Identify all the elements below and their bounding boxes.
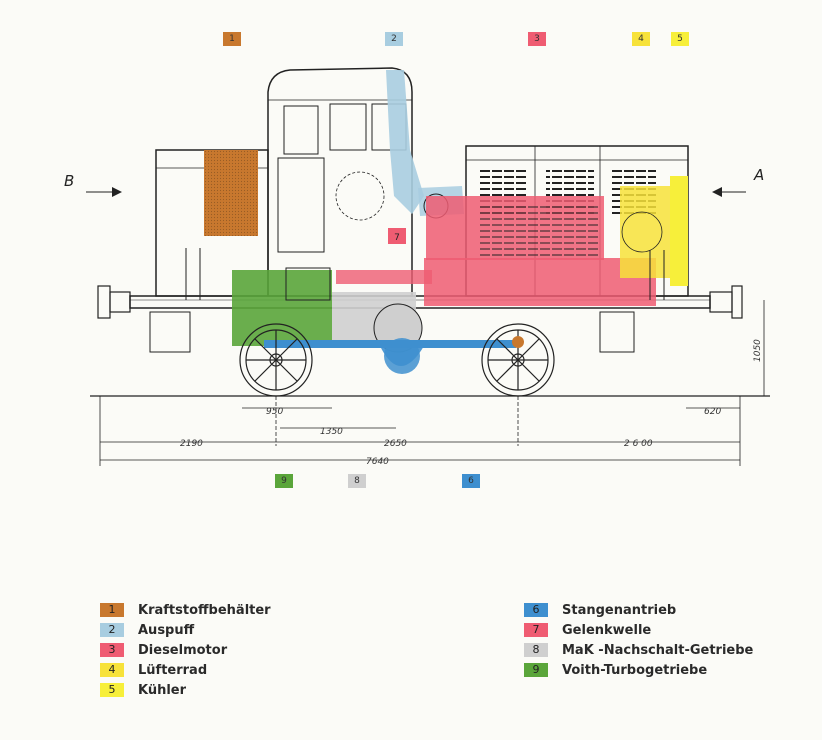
dim-2650: 2650 bbox=[384, 439, 407, 449]
fan-region bbox=[620, 186, 670, 278]
buffer-left bbox=[97, 285, 131, 319]
legend-item-mak-gearbox: 8 MaK -Nachschalt-Getriebe bbox=[524, 641, 753, 659]
cab-window-mid bbox=[329, 103, 367, 151]
legend-label: MaK -Nachschalt-Getriebe bbox=[562, 642, 754, 658]
tag-diesel-engine: 3 bbox=[528, 32, 546, 46]
legend-label: Kühler bbox=[138, 682, 187, 698]
dim-2600: 2 6 00 bbox=[624, 439, 653, 449]
legend-item-diesel-engine: 3 Dieselmotor bbox=[100, 641, 227, 659]
legend-swatch: 2 bbox=[100, 623, 124, 637]
tag-turbo-gearbox: 9 bbox=[275, 474, 293, 488]
tag-fan: 4 bbox=[632, 32, 650, 46]
view-label-a: A bbox=[753, 166, 764, 184]
legend-swatch: 5 bbox=[100, 683, 124, 697]
legend-label: Lüfterrad bbox=[138, 662, 208, 678]
legend-item-exhaust: 2 Auspuff bbox=[100, 621, 194, 639]
tag-rod-drive: 6 bbox=[462, 474, 480, 488]
legend-swatch: 3 bbox=[100, 643, 124, 657]
dim-1350: 1350 bbox=[320, 427, 343, 437]
dim-height: 1050 bbox=[753, 339, 763, 362]
wheel-right bbox=[481, 323, 555, 397]
wheel-left bbox=[239, 323, 313, 397]
exhaust-pipe bbox=[386, 70, 424, 214]
tag-exhaust: 2 bbox=[385, 32, 403, 46]
dim-620: 620 bbox=[704, 407, 721, 417]
legend-swatch: 4 bbox=[100, 663, 124, 677]
turbo-gearbox bbox=[232, 270, 332, 346]
legend-item-fuel-tank: 1 Kraftstoffbehälter bbox=[100, 601, 271, 619]
legend-label: Stangenantrieb bbox=[562, 602, 677, 618]
buffer-right bbox=[709, 285, 743, 319]
cab-door bbox=[277, 157, 325, 253]
arrow-a-head bbox=[712, 187, 722, 197]
radiator-region bbox=[670, 176, 688, 286]
legend-label: Kraftstoffbehälter bbox=[138, 602, 271, 618]
dim-950: 950 bbox=[266, 407, 283, 417]
cab-window-left bbox=[283, 105, 319, 155]
diesel-engine-lower bbox=[424, 258, 656, 306]
legend-item-radiator: 5 Kühler bbox=[100, 681, 186, 699]
tag-radiator: 5 bbox=[671, 32, 689, 46]
callout-7-label: 7 bbox=[394, 233, 400, 243]
legend-swatch: 9 bbox=[524, 663, 548, 677]
dim-total: 7640 bbox=[366, 457, 389, 467]
legend-swatch: 6 bbox=[524, 603, 548, 617]
legend-item-cardan-shaft: 7 Gelenkwelle bbox=[524, 621, 651, 639]
tag-mak-gearbox: 8 bbox=[348, 474, 366, 488]
legend-label: Gelenkwelle bbox=[562, 622, 652, 638]
legend-item-turbo-gearbox: 9 Voith-Turbogetriebe bbox=[524, 661, 707, 679]
arrow-b-head bbox=[112, 187, 122, 197]
callout-7-box bbox=[388, 228, 406, 244]
legend-label: Auspuff bbox=[138, 622, 195, 638]
cardan-shaft bbox=[336, 270, 432, 284]
legend-label: Dieselmotor bbox=[138, 642, 228, 658]
tag-fuel-tank: 1 bbox=[223, 32, 241, 46]
legend-item-rod-drive: 6 Stangenantrieb bbox=[524, 601, 676, 619]
legend-item-fan: 4 Lüfterrad bbox=[100, 661, 207, 679]
legend-swatch: 7 bbox=[524, 623, 548, 637]
legend-label: Voith-Turbogetriebe bbox=[562, 662, 708, 678]
legend-swatch: 1 bbox=[100, 603, 124, 617]
view-label-b: B bbox=[64, 172, 74, 190]
locomotive-drawing: 7 B A 105 bbox=[64, 67, 770, 467]
cab bbox=[267, 67, 413, 297]
dim-2190: 2190 bbox=[180, 439, 203, 449]
legend-swatch: 8 bbox=[524, 643, 548, 657]
